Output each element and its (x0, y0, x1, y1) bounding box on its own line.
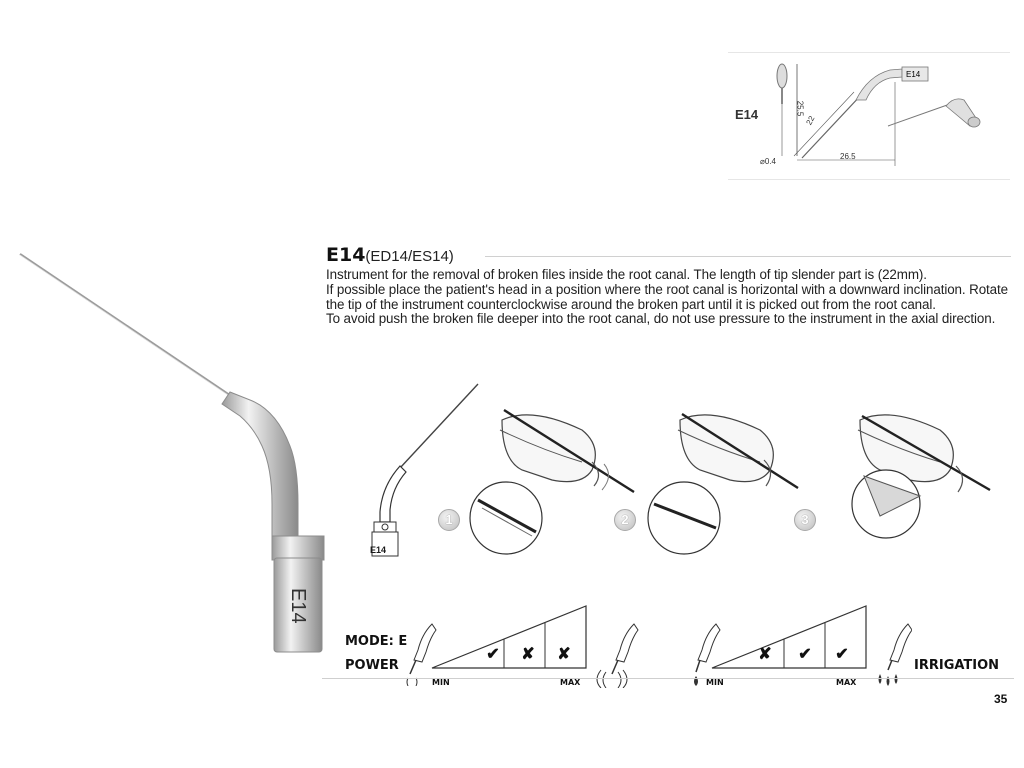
description-paragraph: If possible place the patient's head in … (326, 281, 1008, 312)
large-tip-engraving: E14 (287, 588, 309, 624)
instrument-line (681, 412, 799, 490)
small-tip-label: E14 (370, 545, 387, 555)
page-number: 35 (994, 692, 1008, 706)
step-3-illustration (851, 414, 991, 539)
zoom-circle (469, 481, 543, 555)
main-tip-thread (901, 66, 929, 82)
tip-dimension-diagram: E14 (776, 63, 981, 166)
large-tip-collar (271, 535, 325, 561)
mode-label: MODE: E (345, 634, 408, 649)
power-min-label: MIN (432, 678, 450, 687)
instrument-line (861, 414, 991, 492)
irrigation-wedge (711, 605, 867, 669)
step-2-illustration (647, 412, 799, 555)
length-dimension-line (793, 91, 855, 157)
small-tip-needle (399, 383, 479, 469)
tooth-outline (859, 414, 954, 483)
zoom-instrument (653, 502, 717, 530)
footer-divider (322, 678, 1014, 679)
tooth-outline (501, 414, 596, 483)
irrigation-setting-mark-high: ✔ (835, 646, 849, 663)
heading-divider (485, 256, 1011, 257)
width-dimension-label: 26.5 (840, 152, 856, 161)
zoom-circle (647, 481, 721, 555)
description-paragraph: Instrument for the removal of broken fil… (326, 267, 927, 282)
power-label: POWER (345, 658, 399, 673)
high-irrigation-handpiece-icon (878, 623, 912, 686)
diameter-dimension-label: ⌀0.4 (760, 157, 776, 166)
irrigation-max-label: MAX (836, 678, 857, 687)
large-tip-illustration: E14 (19, 253, 325, 653)
instrument-description: Instrument for the removal of broken fil… (326, 267, 1016, 327)
rotation-arrow (955, 465, 964, 493)
page-heading: E14(ED14/ES14) (326, 244, 454, 266)
high-power-handpiece-icon (596, 623, 639, 688)
heading-variants: (ED14/ES14) (365, 248, 454, 265)
technical-drawing-model-label: E14 (735, 107, 759, 122)
irrigation-setting-mark-low: ✘ (758, 646, 772, 663)
irrigation-wedge-chart (711, 605, 867, 669)
perspective-tip-needle (887, 103, 951, 127)
irrigation-label: IRRIGATION (914, 658, 1000, 673)
low-power-handpiece-icon (406, 623, 437, 686)
large-tip-needle (19, 253, 235, 399)
step-badge-3: 3 (794, 509, 816, 531)
power-wedge (431, 605, 587, 669)
rotation-arrow (763, 459, 772, 487)
main-tip-outline (801, 71, 903, 159)
step-badge-1: 1 (438, 509, 460, 531)
small-tip-body (371, 531, 399, 557)
step-1-illustration (469, 408, 635, 555)
rotation-arrow (591, 461, 600, 487)
power-setting-mark-low: ✔ (486, 646, 500, 663)
irrigation-setting-mark-mid: ✔ (798, 646, 812, 663)
power-wedge-chart (431, 605, 587, 669)
step-badge-2: 2 (614, 509, 636, 531)
power-max-label: MAX (560, 678, 581, 687)
water-drop-icon (894, 674, 898, 684)
description-paragraph: To avoid push the broken file deeper int… (326, 311, 996, 327)
perspective-tip-thread (967, 116, 981, 128)
root-canal (499, 429, 583, 463)
heading-model: E14 (326, 244, 366, 266)
irrigation-min-label: MIN (706, 678, 724, 687)
side-tip-head (776, 63, 788, 89)
zoom-extracted-file (863, 475, 922, 517)
large-tip-body (273, 557, 323, 653)
small-tip-bend (379, 465, 407, 523)
root-canal (857, 429, 941, 463)
water-drop-icon (878, 674, 882, 684)
power-setting-mark-mid: ✘ (521, 646, 535, 663)
technical-drawing-panel (728, 52, 1010, 180)
tech-drawing-tip-engraving: E14 (906, 70, 921, 79)
small-tip-illustration (371, 383, 479, 557)
zoom-instrument (477, 498, 537, 534)
instrument-line (503, 408, 635, 494)
power-setting-mark-high: ✘ (557, 646, 571, 663)
tooth-outline (679, 414, 774, 483)
svg-text:E14: E14 (287, 588, 309, 624)
height-dimension-label: 25.5 (795, 100, 805, 117)
large-tip-bend (221, 391, 299, 539)
